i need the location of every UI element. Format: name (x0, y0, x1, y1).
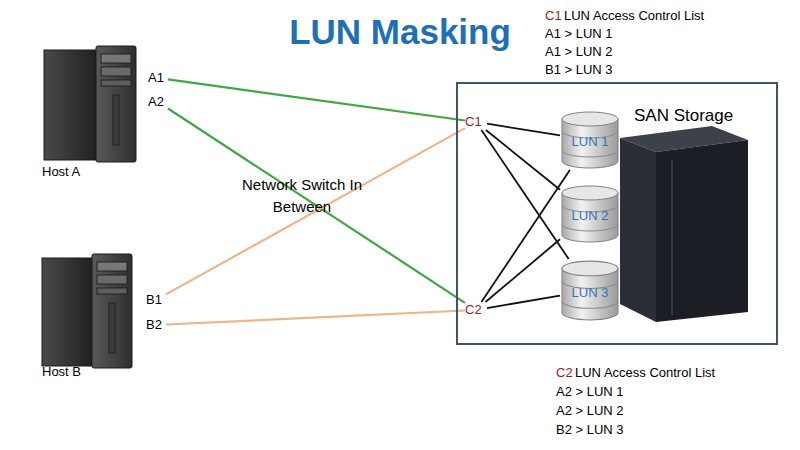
san-storage-box: SAN Storage C1C2 LUN 1 LUN 2 LUN 3 (456, 82, 778, 345)
connector-line (168, 79, 465, 120)
cylinder-band (562, 301, 618, 308)
vent-slot (113, 95, 119, 145)
lun-cylinder: LUN 2 (560, 184, 620, 244)
host-server: Host A A1A2 (38, 42, 168, 182)
acl-entry: A1 > LUN 2 (545, 43, 613, 61)
connector-line (486, 239, 561, 302)
server-front (96, 46, 136, 162)
acl-entry: A2 > LUN 2 (556, 402, 624, 420)
node-label: B2 (146, 317, 162, 333)
acl-entry: A2 > LUN 1 (556, 383, 624, 401)
host-port: B1 (146, 292, 166, 308)
server-front (92, 254, 132, 368)
node-label: A1 (148, 70, 164, 86)
acl-entry: B1 > LUN 3 (545, 61, 613, 79)
drive-bay (97, 288, 127, 294)
storage-controller: C2 (465, 302, 487, 318)
node-label: SAN Storage (634, 106, 733, 126)
controller-tag: C2 (556, 364, 573, 382)
host-port: A1 (148, 70, 168, 86)
acl-entry: A1 > LUN 1 (545, 25, 613, 43)
connector-line (481, 170, 570, 302)
cylinder-top (562, 261, 618, 276)
network-note: Network Switch In Between (240, 174, 364, 218)
host-port: B2 (146, 317, 166, 333)
drive-bay (101, 67, 131, 76)
host-server: Host B B1B2 (38, 250, 168, 385)
acl-heading: LUN Access Control List (575, 364, 715, 382)
server-side (42, 258, 94, 366)
lun-label: LUN 1 (560, 134, 620, 150)
connector-line (486, 130, 560, 190)
node-label: C1 (465, 114, 482, 130)
connector-line (481, 130, 568, 259)
cylinder-band (562, 224, 618, 231)
node-label: B1 (146, 292, 162, 308)
cylinder-top (562, 186, 618, 200)
connector-line (487, 124, 560, 136)
lun-label: LUN 3 (560, 285, 620, 301)
connector-line (166, 128, 465, 294)
vent-slot (109, 303, 115, 353)
connector-line (166, 311, 465, 325)
lun-cylinder: LUN 3 (560, 259, 620, 322)
storage-controller: C1 (465, 114, 487, 130)
connector-line (168, 109, 465, 303)
controller-tag: C1 (545, 7, 562, 25)
drive-bay (97, 262, 127, 271)
enclosure-seam (671, 160, 673, 315)
drive-bay (101, 54, 131, 63)
cylinder-band (562, 150, 618, 157)
lun-cylinder: LUN 1 (560, 110, 620, 170)
cylinder-top (562, 112, 618, 126)
host-port: A2 (148, 94, 168, 110)
drive-bay (101, 80, 131, 86)
node-label: C2 (465, 302, 482, 318)
connector-line (487, 296, 560, 309)
server-tower (42, 254, 132, 368)
node-label: Host A (42, 164, 80, 180)
node-label: Host B (42, 364, 81, 380)
acl-entry: B2 > LUN 3 (556, 421, 624, 439)
node-label: A2 (148, 94, 164, 110)
acl-heading: LUN Access Control List (564, 7, 704, 25)
storage-enclosure (620, 126, 748, 322)
server-tower (44, 46, 136, 162)
server-side (44, 50, 98, 160)
drive-bay (97, 275, 127, 284)
lun-label: LUN 2 (560, 208, 620, 224)
enclosure-front (656, 140, 748, 322)
enclosure-side (620, 138, 656, 322)
